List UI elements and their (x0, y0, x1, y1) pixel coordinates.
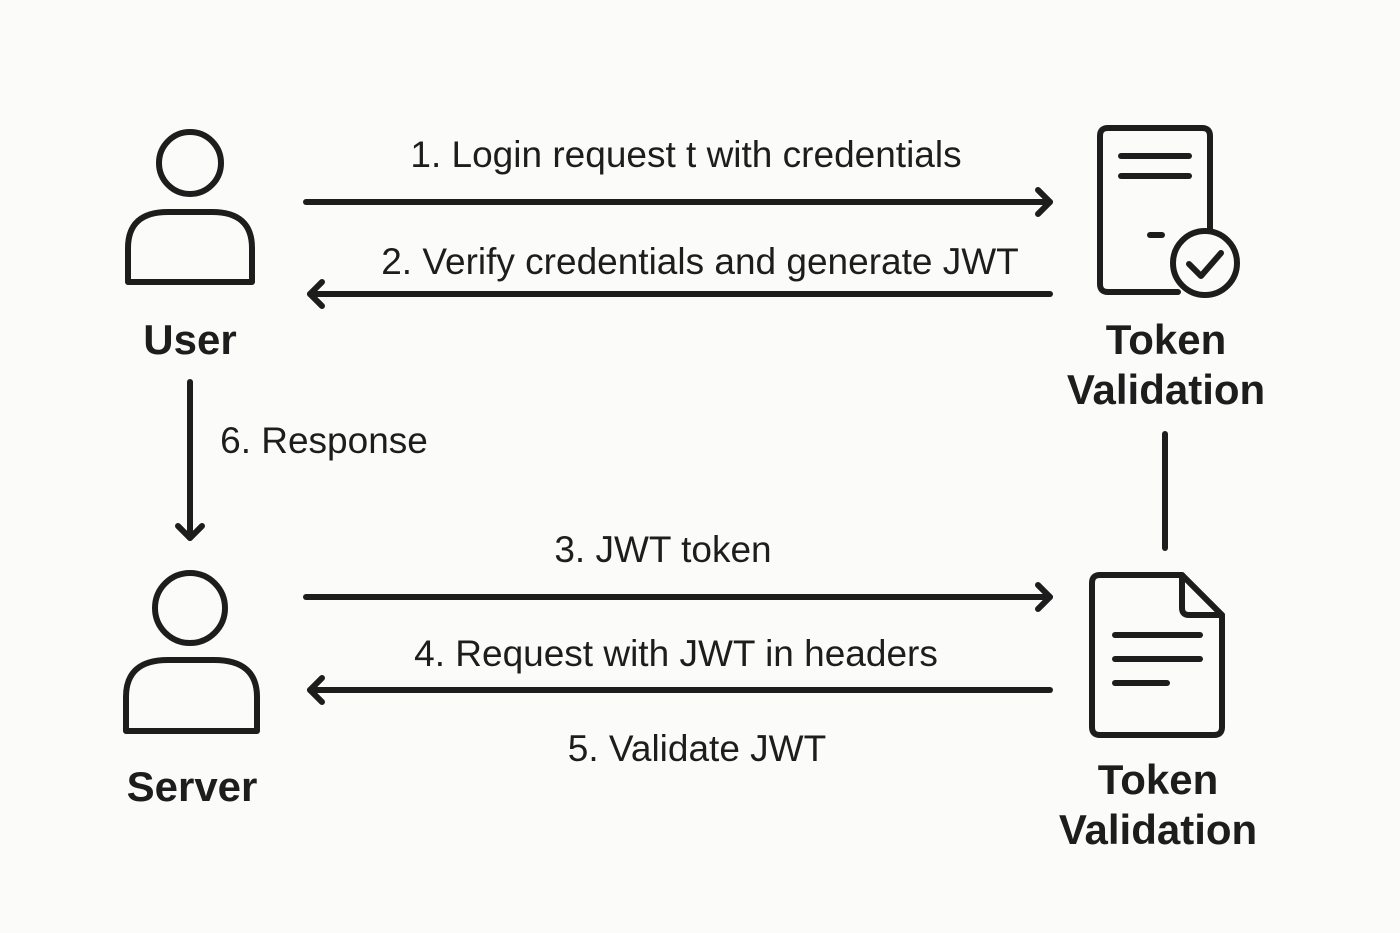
message-3-label: 3. JWT token (554, 529, 772, 570)
arrow-response (175, 379, 205, 541)
token-validation-bottom-line1: Token (1097, 756, 1219, 803)
message-6-label: 6. Response (220, 420, 428, 461)
message-4-label: 4. Request with JWT in headers (414, 633, 938, 674)
arrow-verify-credentials (307, 279, 1053, 309)
token-validation-top-line2: Validation (1066, 366, 1266, 414)
arrow-jwt-token (303, 582, 1053, 612)
message-2-label: 2. Verify credentials and generate JWT (381, 241, 1019, 282)
token-validation-bottom-line2: Validation (1058, 806, 1258, 854)
document-icon (1089, 572, 1225, 738)
token-validation-top-label: Token Validation (1067, 315, 1265, 416)
server-label: Server (127, 762, 258, 812)
token-validation-top-line1: Token (1105, 316, 1227, 363)
arrow-login-request (303, 187, 1053, 217)
user-label: User (143, 315, 236, 365)
user-person-icon (125, 129, 255, 285)
server-person-icon (123, 570, 260, 734)
arrow-request-with-jwt (307, 675, 1053, 705)
server-label-text: Server (126, 763, 258, 810)
message-1-label: 1. Login request t with credentials (410, 134, 962, 175)
user-label-text: User (143, 316, 237, 363)
token-validation-bottom-label: Token Validation (1059, 755, 1257, 856)
message-5-label: 5. Validate JWT (567, 728, 827, 769)
server-check-icon (1097, 125, 1240, 298)
